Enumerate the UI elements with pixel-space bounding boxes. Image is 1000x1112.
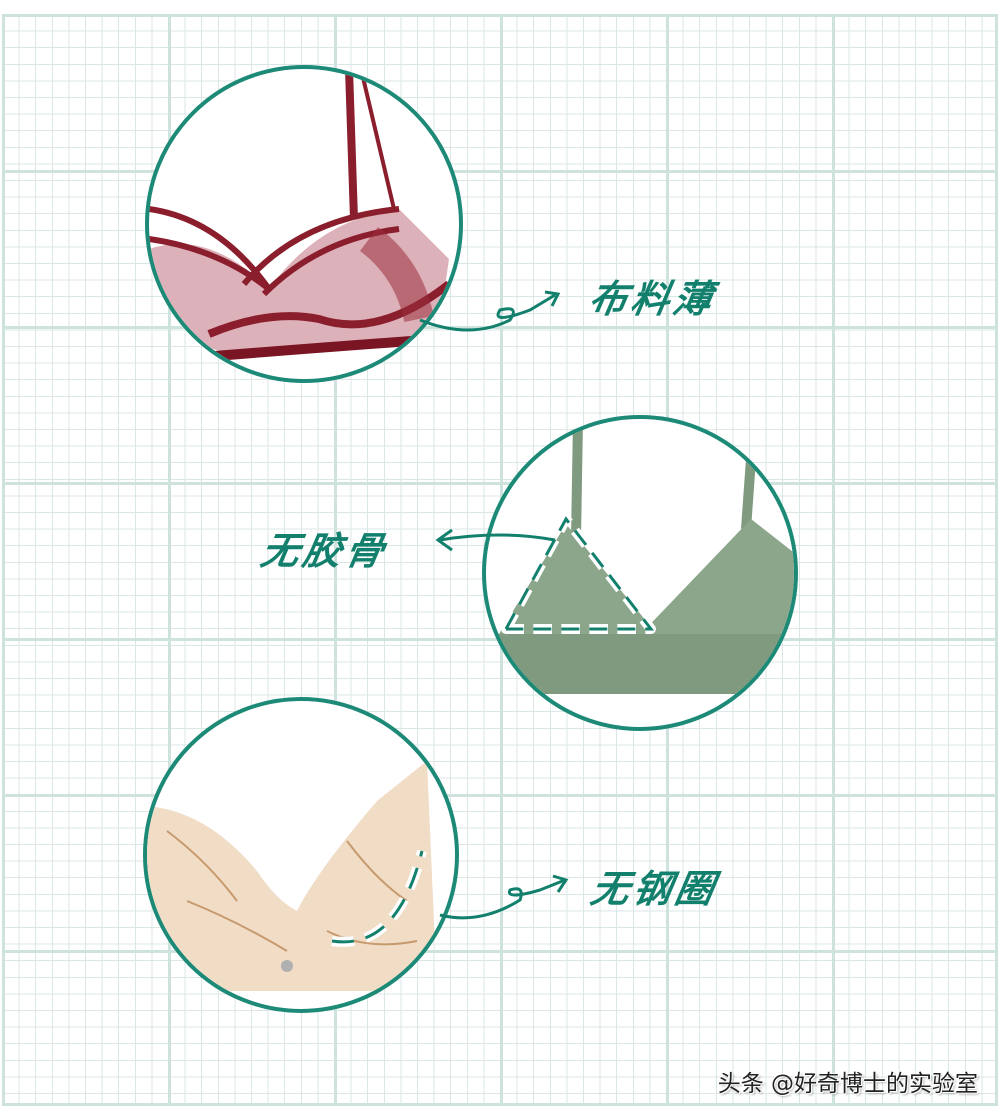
arrow-to-no-boning bbox=[439, 533, 556, 542]
arrow-to-sheer-fabric bbox=[419, 293, 556, 332]
label-no-boning: 无胶骨 bbox=[257, 529, 392, 573]
label-sheer-fabric: 布料薄 bbox=[585, 277, 720, 321]
burgundy-bra-illustration bbox=[149, 69, 452, 364]
green-bralette-illustration bbox=[496, 419, 794, 694]
watermark: 头条 @好奇博士的实验室 bbox=[717, 1071, 978, 1097]
product-circle-no-boning bbox=[482, 415, 798, 731]
product-circle-sheer-fabric bbox=[145, 65, 463, 383]
product-circle-no-underwire bbox=[143, 697, 459, 1013]
nude-bra-illustration bbox=[147, 761, 437, 991]
label-no-underwire: 无钢圈 bbox=[587, 867, 722, 911]
arrow-to-no-underwire bbox=[439, 878, 566, 920]
